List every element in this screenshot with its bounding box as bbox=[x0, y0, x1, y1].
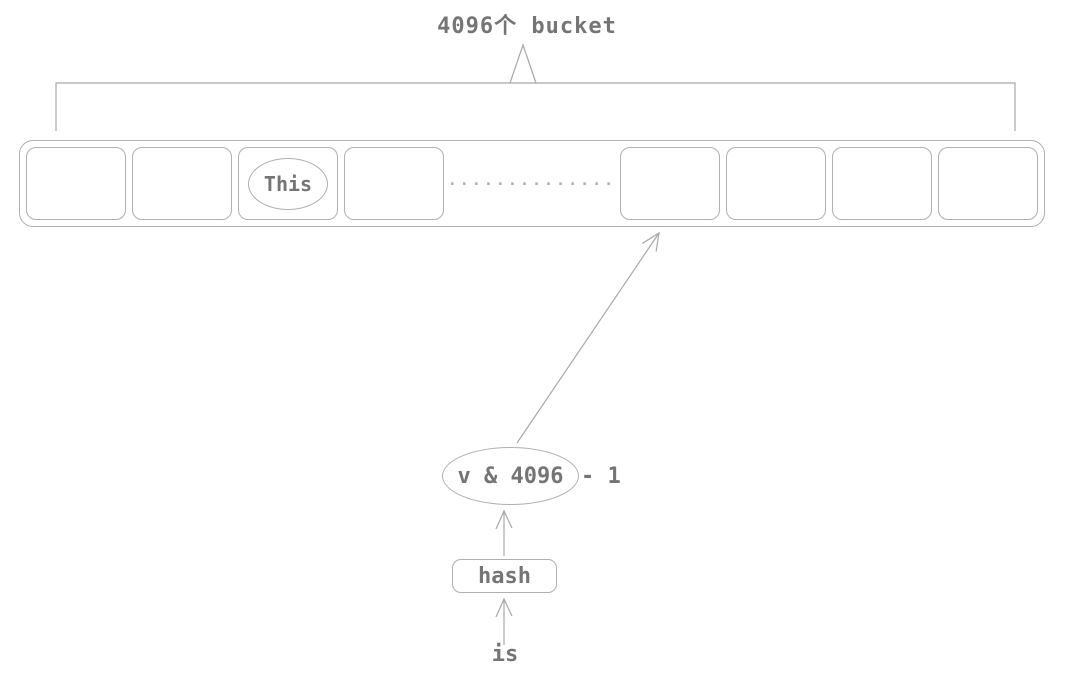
caret-pointer-icon bbox=[509, 43, 537, 84]
input-value-label: is bbox=[491, 642, 519, 667]
index-expression-ellipse: v & 4096 bbox=[442, 447, 579, 505]
bucket bbox=[344, 147, 444, 220]
index-expression-circled-text: v & 4096 bbox=[457, 463, 564, 489]
index-expression: v & 4096 - 1 bbox=[442, 447, 621, 505]
bucket-array: This ················ bbox=[19, 140, 1045, 227]
bucket bbox=[26, 147, 126, 220]
bucket bbox=[726, 147, 826, 220]
bucket bbox=[938, 147, 1038, 220]
index-to-bucket-arrow bbox=[516, 231, 660, 444]
bucket-arrow-target bbox=[620, 147, 720, 220]
this-entry-ellipse: This bbox=[248, 157, 328, 210]
this-entry-label: This bbox=[263, 171, 313, 196]
ellipsis-dots: ················ bbox=[450, 174, 614, 193]
span-bracket bbox=[55, 82, 1016, 131]
bucket-with-this-entry: This bbox=[238, 147, 338, 220]
bucket-count-label: 4096个 bucket bbox=[437, 14, 617, 39]
bucket bbox=[132, 147, 232, 220]
hash-box: hash bbox=[452, 559, 557, 593]
hash-box-label: hash bbox=[478, 563, 531, 589]
index-expression-rest-text: - 1 bbox=[581, 463, 621, 489]
bucket bbox=[832, 147, 932, 220]
